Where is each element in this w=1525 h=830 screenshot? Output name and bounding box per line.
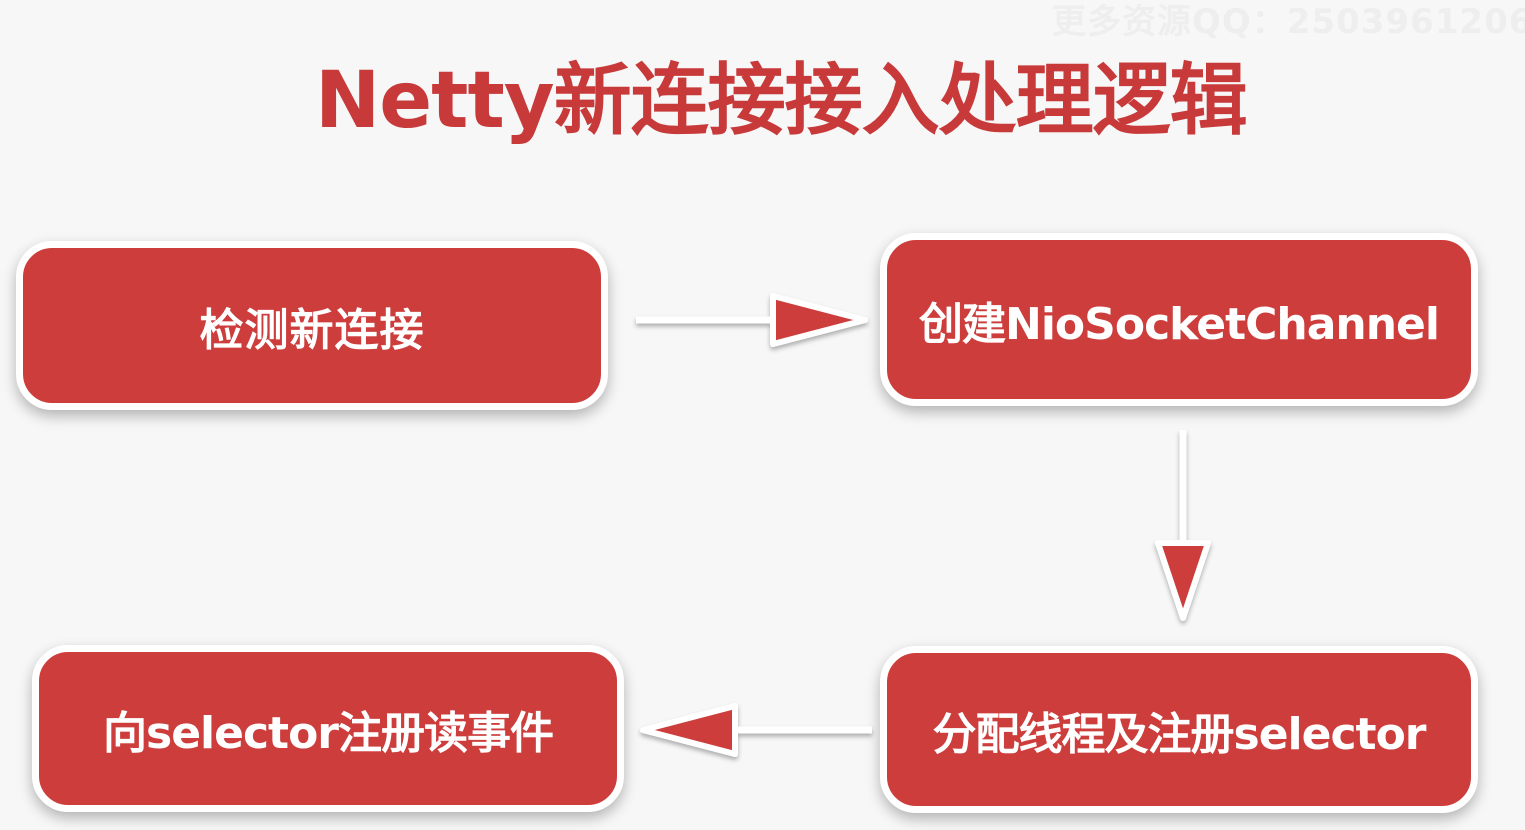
step-label: 创建NioSocketChannel <box>919 298 1440 350</box>
arrow-left <box>640 703 872 757</box>
step-box-assign-thread: 分配线程及注册selector <box>880 646 1478 813</box>
arrow-right <box>636 293 868 347</box>
watermark-text: 更多资源QQ：2503961206 <box>1052 2 1525 42</box>
step-box-create-channel: 创建NioSocketChannel <box>880 233 1478 406</box>
arrow-down <box>1155 430 1211 621</box>
step-box-register-read: 向selector注册读事件 <box>32 645 624 812</box>
step-box-detect-connection: 检测新连接 <box>16 241 608 410</box>
page-title: Netty新连接接入处理逻辑 <box>315 56 1248 146</box>
step-label: 分配线程及注册selector <box>932 708 1427 760</box>
step-label: 向selector注册读事件 <box>103 707 554 759</box>
step-label: 检测新连接 <box>199 304 425 356</box>
